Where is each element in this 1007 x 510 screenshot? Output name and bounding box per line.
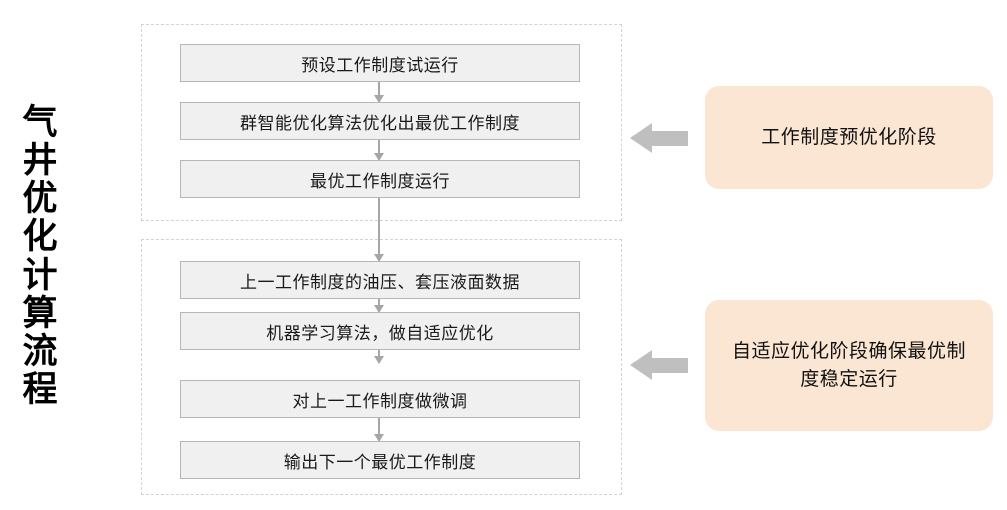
- connector-arrow-icon: [374, 82, 384, 103]
- process-box[interactable]: 最优工作制度运行: [180, 160, 580, 198]
- left-block-arrow-icon: [630, 123, 688, 153]
- group-adaptive-optimization: [141, 239, 622, 495]
- connector-arrow-icon: [374, 140, 384, 161]
- connector-arrow-icon: [374, 418, 384, 442]
- process-box[interactable]: 机器学习算法，做自适应优化: [180, 312, 580, 350]
- connector-arrow-icon: [374, 350, 384, 364]
- left-block-arrow-icon: [630, 350, 688, 380]
- arrow-shaft: [651, 358, 688, 373]
- arrowhead-icon: [374, 153, 384, 161]
- arrowhead-icon: [374, 95, 384, 103]
- arrowhead-icon: [374, 434, 384, 442]
- connector-arrow-icon: [374, 198, 384, 262]
- process-box[interactable]: 上一工作制度的油压、套压液面数据: [180, 261, 580, 299]
- process-box[interactable]: 群智能优化算法优化出最优工作制度: [180, 102, 580, 140]
- arrow-shaft: [651, 131, 688, 146]
- arrow-tip: [630, 123, 652, 153]
- process-box[interactable]: 预设工作制度试运行: [180, 44, 580, 82]
- process-box[interactable]: 输出下一个最优工作制度: [180, 441, 580, 479]
- process-box[interactable]: 对上一工作制度做微调: [180, 380, 580, 418]
- arrowhead-icon: [374, 254, 384, 262]
- page-title: 气井优化计算流程: [22, 103, 58, 410]
- arrowhead-icon: [374, 305, 384, 313]
- annotation-panel-adaptive-optimization[interactable]: 自适应优化阶段确保最优制度稳定运行: [705, 300, 993, 431]
- connector-arrow-icon: [374, 299, 384, 313]
- arrowhead-icon: [374, 356, 384, 364]
- arrow-tip: [630, 350, 652, 380]
- group-pre-optimization: [141, 24, 622, 221]
- annotation-panel-pre-optimization[interactable]: 工作制度预优化阶段: [705, 86, 993, 189]
